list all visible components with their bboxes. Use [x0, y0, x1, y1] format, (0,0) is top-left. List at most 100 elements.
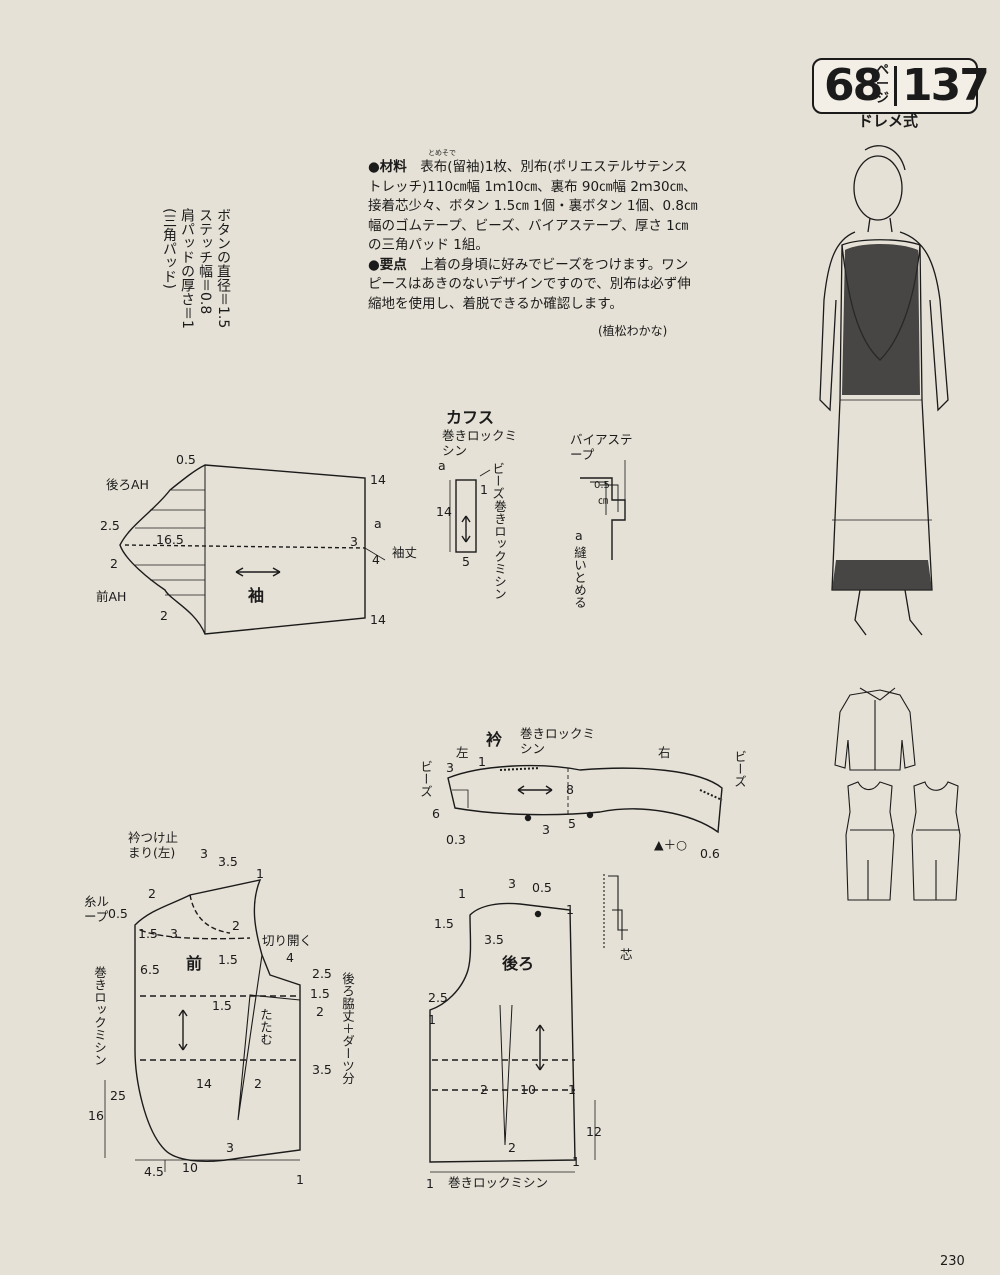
front-dim: 3	[200, 846, 208, 861]
back-dim: 1	[428, 1012, 436, 1027]
points-text: 上着の身頃に好みでビーズをつけます。ワンピースはあきのないデザインですので、別布…	[368, 256, 691, 312]
interfacing-detail	[603, 874, 628, 950]
cuff-beads: ビーズ	[490, 462, 505, 500]
front-cut-open: 切り開く	[262, 933, 313, 948]
cuff-bias-unit: ㎝	[598, 496, 608, 507]
sleeve-cap-height: 16.5	[156, 532, 184, 547]
jacket-flat-sketch	[834, 687, 916, 771]
author: (植松わかな)	[598, 324, 668, 338]
front-serge: 巻きロックミシン	[92, 966, 107, 1066]
front-dim: 10	[182, 1160, 198, 1175]
spec-triangle-pad: (三角パッド)	[161, 208, 177, 289]
collar-dim: 3	[542, 822, 550, 837]
page-ref-number: 68	[824, 60, 883, 111]
front-dim: 1.5	[218, 952, 238, 967]
sleeve-front-ah: 前AH	[96, 589, 127, 604]
sleeve-back-ah: 後ろAH	[106, 477, 149, 492]
back-serge: 巻きロックミシン	[448, 1175, 549, 1190]
back-dim: 1	[568, 1082, 576, 1097]
back-dim: 0.5	[532, 880, 552, 895]
collar-mark: ▲＋○	[654, 837, 688, 852]
front-dim: 2	[316, 1004, 324, 1019]
collar-dim: 5	[568, 816, 576, 831]
back-dim: 10	[520, 1082, 536, 1097]
front-fold: たたむ	[258, 1008, 273, 1046]
description-block: ●材料 表布(留袖)1枚、別布(ポリエステルサテンストレッチ)110㎝幅 1ｍ1…	[368, 158, 698, 314]
front-side-length: 後ろ脇丈＋ダーツ分	[340, 972, 355, 1085]
cuff-dim: 5	[462, 554, 470, 569]
interfacing-label: 芯	[620, 947, 633, 962]
front-dim: 2.5	[312, 966, 332, 981]
back-bodice-pattern	[429, 902, 596, 1173]
collar-dim: 8	[566, 782, 574, 797]
back-dim: 1	[572, 1154, 580, 1169]
materials-label: ●材料	[368, 159, 407, 175]
spec-stitch: ステッチ幅＝0.8	[197, 208, 213, 315]
sleeve-dim: 3	[350, 534, 358, 549]
front-dim: 2	[232, 918, 240, 933]
cuff-pattern	[449, 460, 626, 560]
back-title: 後ろ	[502, 954, 535, 973]
sleeve-dim: 2	[110, 556, 118, 571]
back-dim: 12	[586, 1124, 602, 1139]
front-thread-loop: 糸ループ	[84, 894, 110, 924]
sleeve-dim: 2.5	[100, 518, 120, 533]
collar-beads-left: ビーズ	[418, 760, 433, 798]
sleeve-dim: 2	[160, 608, 168, 623]
sleeve-pattern	[119, 464, 386, 635]
back-dim: 1	[566, 902, 574, 917]
back-dim: 1	[458, 886, 466, 901]
points-paragraph: ●要点 上着の身頃に好みでビーズをつけます。ワンピースはあきのないデザインですの…	[368, 256, 698, 315]
dress-front-flat-sketch	[845, 781, 895, 901]
front-dim: 0.5	[108, 906, 128, 921]
sleeve-dim: 14	[370, 612, 386, 627]
front-dim: 6.5	[140, 962, 160, 977]
sleeve-dim: 4	[372, 552, 380, 567]
item-number: 137	[902, 60, 990, 111]
sleeve-dim: 14	[370, 472, 386, 487]
front-collar-stop: 衿つけ止まり(左)	[128, 830, 179, 860]
front-dim: 3	[170, 926, 178, 941]
dress-back-flat-sketch	[911, 781, 961, 901]
collar-beads-right: ビーズ	[732, 750, 747, 788]
collar-dim: 1	[478, 754, 486, 769]
collar-right: 右	[658, 745, 671, 760]
collar-serge: 巻きロックミシン	[520, 726, 596, 756]
front-dim: 2	[148, 886, 156, 901]
cuff-bias-a: a	[575, 528, 583, 543]
back-dim: 1	[426, 1176, 434, 1191]
sleeve-dim: a	[374, 516, 382, 531]
materials-paragraph: ●材料 表布(留袖)1枚、別布(ポリエステルサテンストレッチ)110㎝幅 1ｍ1…	[368, 158, 698, 256]
front-dim: 3.5	[312, 1062, 332, 1077]
sleeve-length-label: 袖丈	[392, 545, 418, 560]
cuff-bias-width: 0.5	[594, 480, 610, 491]
sleeve-title: 袖	[248, 586, 265, 605]
cuff-title: カフス	[446, 408, 495, 427]
front-dim: 14	[196, 1076, 212, 1091]
back-dim: 3	[508, 876, 516, 891]
spec-button: ボタンの直径＝1.5	[215, 208, 231, 329]
back-dim: 2.5	[428, 990, 448, 1005]
cuff-dim: 14	[436, 504, 452, 519]
drafting-style: ドレメ式	[858, 112, 919, 130]
collar-left: 左	[456, 745, 469, 760]
furigana: とめそで	[428, 149, 456, 157]
front-title: 前	[186, 954, 203, 973]
materials-text: 表布(留袖)1枚、別布(ポリエステルサテンストレッチ)110㎝幅 1ｍ10㎝、裏…	[368, 159, 698, 253]
cuff-serge: 巻きロックミシン	[442, 428, 518, 458]
badge-divider	[894, 66, 897, 106]
collar-dim: 3	[446, 760, 454, 775]
collar-dim: 6	[432, 806, 440, 821]
sleeve-dim: 0.5	[176, 452, 196, 467]
front-dim: 3.5	[218, 854, 238, 869]
front-dim: 1	[256, 866, 264, 881]
front-dim: 2	[254, 1076, 262, 1091]
cuff-dim: a	[438, 458, 446, 473]
collar-pattern	[447, 764, 723, 834]
cuff-dim: 1	[480, 482, 488, 497]
cuff-bias-tape: バイアステープ	[570, 432, 633, 462]
collar-title: 衿	[486, 730, 503, 749]
front-dim: 1.5	[212, 998, 232, 1013]
